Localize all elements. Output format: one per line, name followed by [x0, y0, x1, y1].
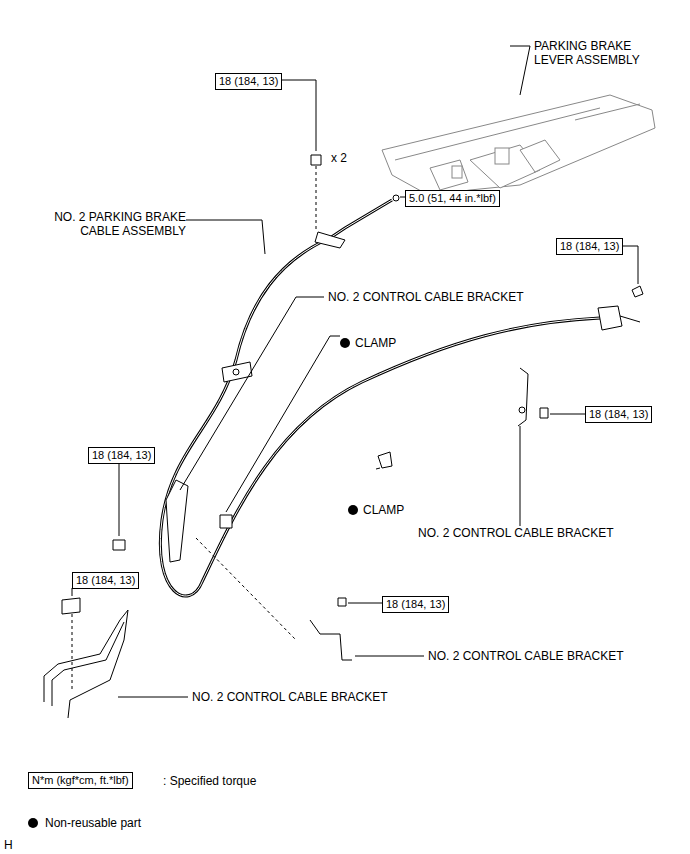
torque-box: 5.0 (51, 44 in.*lbf)	[405, 190, 500, 207]
part-label: x 2	[331, 151, 347, 165]
part-label: NO. 2 CONTROL CABLE BRACKET	[418, 526, 614, 540]
torque-value: 18 (184, 13)	[560, 240, 619, 253]
torque-value: 18 (184, 13)	[92, 449, 151, 462]
torque-box: 18 (184, 13)	[556, 238, 623, 255]
torque-value: 18 (184, 13)	[76, 574, 135, 587]
torque-box: N*m (kgf*cm, ft.*lbf)	[28, 772, 133, 789]
torque-box: 18 (184, 13)	[72, 572, 139, 589]
part-label: NO. 2 PARKING BRAKE CABLE ASSEMBLY	[24, 210, 186, 238]
torque-box: 18 (184, 13)	[215, 73, 282, 90]
torque-box: 18 (184, 13)	[88, 447, 155, 464]
torque-value: 18 (184, 13)	[589, 408, 648, 421]
part-label: NO. 2 CONTROL CABLE BRACKET	[428, 649, 624, 663]
part-label: PARKING BRAKE LEVER ASSEMBLY	[534, 39, 654, 67]
torque-value: 18 (184, 13)	[219, 75, 278, 88]
part-label: CLAMP	[363, 503, 404, 517]
torque-box: 18 (184, 13)	[585, 406, 652, 423]
torque-value: 18 (184, 13)	[386, 598, 445, 611]
part-label: NO. 2 CONTROL CABLE BRACKET	[192, 690, 388, 704]
legend-text: Non-reusable part	[45, 816, 141, 830]
part-label: : Specified torque	[163, 774, 256, 788]
torque-value: N*m (kgf*cm, ft.*lbf)	[32, 774, 129, 787]
part-label: CLAMP	[355, 336, 396, 350]
part-label: H	[4, 838, 13, 852]
torque-box: 18 (184, 13)	[382, 596, 449, 613]
torque-value: 5.0 (51, 44 in.*lbf)	[409, 192, 496, 205]
part-label: NO. 2 CONTROL CABLE BRACKET	[328, 290, 524, 304]
